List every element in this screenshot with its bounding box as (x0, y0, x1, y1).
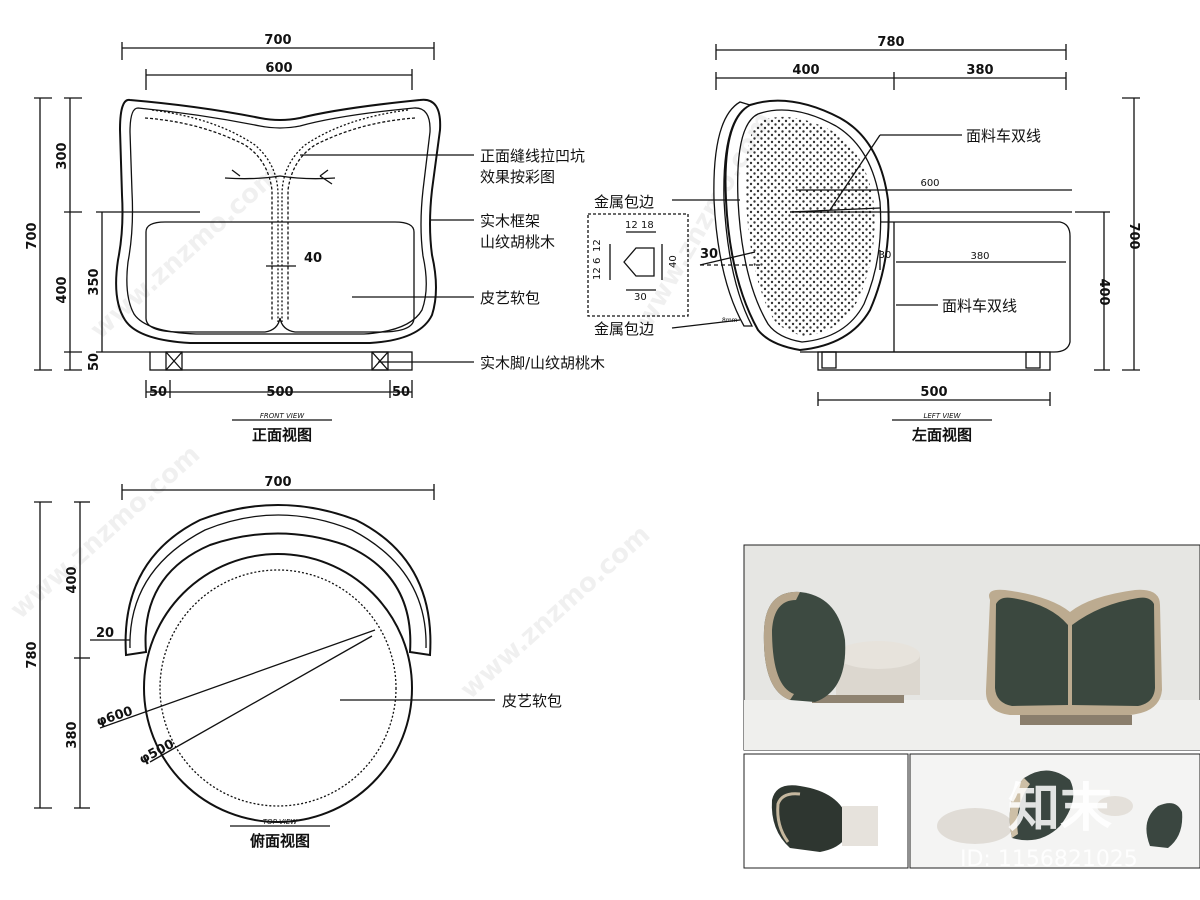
dim-front-leg-span: 500 (266, 385, 293, 400)
dim-front-seam-40: 40 (304, 251, 322, 266)
label-top-leather: 皮艺软包 (502, 692, 562, 710)
left-view-texts: 780 400 380 600 380 30 30 500 700 400 面料… (592, 35, 1141, 444)
dim-left-seat-400: 400 (1096, 278, 1111, 305)
caption-left-en: LEFT VIEW (923, 412, 961, 420)
caption-top-en: TOP VIEW (263, 818, 299, 826)
dim-left-780: 780 (877, 35, 904, 50)
dim-top-400: 400 (65, 566, 80, 593)
label-front-leather: 皮艺软包 (480, 289, 540, 307)
brand-logo: 知末 (1008, 779, 1112, 839)
dim-top-780: 780 (25, 641, 40, 668)
detail-12c: 12 (592, 267, 603, 280)
label-frame-line1: 实木框架 (480, 212, 540, 230)
detail-30: 30 (634, 292, 647, 303)
reference-photos (743, 544, 1200, 869)
caption-front-en: FRONT VIEW (260, 412, 305, 420)
dim-left-gap-30: 30 (879, 250, 892, 261)
dim-left-500: 500 (920, 385, 947, 400)
front-view (34, 42, 474, 421)
brand-overlay: 知末 ID: 1156821025 (960, 779, 1138, 872)
label-seam-line2: 效果按彩图 (480, 168, 555, 186)
dim-left-cushion-380: 380 (970, 251, 989, 262)
dim-left-600: 600 (920, 178, 939, 189)
detail-12: 12 (625, 220, 638, 231)
detail-tag: 8mm (722, 317, 738, 324)
dim-front-leg-left: 50 (149, 385, 167, 400)
label-metal-top: 金属包边 (594, 193, 654, 211)
left-view (587, 44, 1140, 421)
dim-left-height-700: 700 (1126, 222, 1141, 249)
label-fabric-top: 面料车双线 (966, 127, 1041, 145)
dim-front-50: 50 (87, 353, 102, 371)
detail-40: 40 (668, 255, 679, 268)
caption-top-cn: 俯面视图 (250, 832, 310, 850)
dim-top-700: 700 (264, 475, 291, 490)
dim-top-rim-20: 20 (96, 626, 114, 641)
label-frame-line2: 山纹胡桃木 (480, 233, 555, 251)
watermark-3: www.znzmo.com (5, 439, 207, 625)
dim-front-height-700: 700 (25, 222, 40, 249)
top-view (34, 484, 495, 827)
label-metal-bottom: 金属包边 (594, 320, 654, 338)
dim-front-350: 350 (87, 268, 102, 295)
dim-top-dia-600: φ600 (95, 704, 135, 730)
label-seam-line1: 正面缝线拉凹坑 (480, 147, 585, 165)
caption-left-cn: 左面视图 (911, 426, 972, 444)
dim-front-400: 400 (55, 276, 70, 303)
front-view-texts: 700 600 700 300 400 350 50 40 50 500 50 … (25, 33, 605, 444)
dim-front-leg-right: 50 (392, 385, 410, 400)
watermark-1: www.znzmo.com (85, 159, 287, 345)
dim-left-400: 400 (792, 63, 819, 78)
label-front-legs: 实木脚/山纹胡桃木 (480, 354, 605, 372)
dim-left-380: 380 (966, 63, 993, 78)
label-fabric-bottom: 面料车双线 (942, 297, 1017, 315)
dim-front-300: 300 (55, 142, 70, 169)
dim-front-700: 700 (264, 33, 291, 48)
dim-front-600: 600 (265, 61, 292, 76)
dim-left-angle-30: 30 (700, 247, 718, 262)
brand-id: ID: 1156821025 (960, 847, 1138, 872)
detail-18: 18 (641, 220, 654, 231)
caption-front-cn: 正面视图 (252, 426, 312, 444)
detail-6: 6 (592, 258, 603, 264)
dim-top-dia-500: φ500 (137, 737, 177, 768)
detail-12b: 12 (592, 239, 603, 252)
watermark-4: www.znzmo.com (455, 519, 657, 705)
dim-top-380: 380 (65, 721, 80, 748)
